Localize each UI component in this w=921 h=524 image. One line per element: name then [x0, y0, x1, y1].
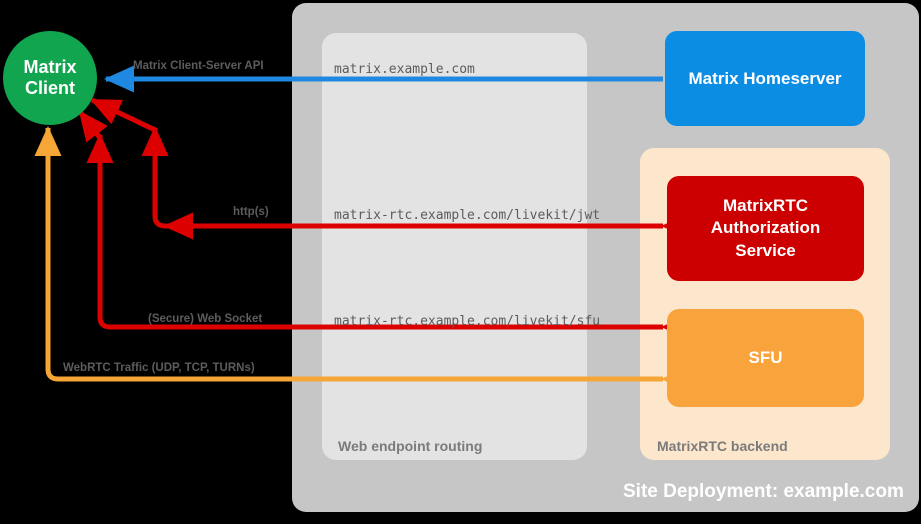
edge-jwt: [90, 97, 691, 240]
caption-matrixrtc-backend: MatrixRTC backend: [657, 438, 788, 454]
edge-sfu-websocket: [78, 110, 691, 341]
matrix-client-label-line2: Client: [24, 78, 75, 98]
auth-service-label-line1: MatrixRTC: [722, 196, 808, 216]
edge-label-web-socket: (Secure) Web Socket: [148, 313, 263, 325]
caption-web-endpoint-routing: Web endpoint routing: [338, 438, 483, 454]
node-matrixrtc-authorization-service[interactable]: MatrixRTC Authorization Service: [667, 176, 864, 281]
edge-label-webrtc-traffic: WebRTC Traffic (UDP, TCP, TURNs): [63, 362, 255, 374]
sfu-label: SFU: [748, 348, 783, 367]
edge-label-https: http(s): [233, 206, 269, 218]
endpoint-url-matrix: matrix.example.com: [334, 62, 475, 77]
matrix-client-label-line1: Matrix: [23, 56, 77, 77]
endpoint-url-livekit-jwt: matrix-rtc.example.com/livekit/jwt: [334, 208, 601, 223]
node-matrix-homeserver[interactable]: Matrix Homeserver: [665, 31, 865, 126]
auth-service-label-line3: Service: [735, 240, 796, 260]
matrix-homeserver-label: Matrix Homeserver: [688, 68, 842, 88]
caption-site-deployment: Site Deployment: example.com: [623, 481, 904, 502]
auth-service-label-line2: Authorization: [710, 218, 821, 238]
edge-webrtc: [34, 125, 691, 393]
endpoint-url-livekit-sfu: matrix-rtc.example.com/livekit/sfu: [334, 314, 601, 329]
edge-label-cs-api: Matrix Client-Server API: [133, 60, 264, 72]
node-matrix-client[interactable]: Matrix Client: [3, 31, 97, 125]
container-web-endpoint-routing: [322, 33, 587, 460]
node-sfu[interactable]: SFU: [667, 309, 864, 407]
